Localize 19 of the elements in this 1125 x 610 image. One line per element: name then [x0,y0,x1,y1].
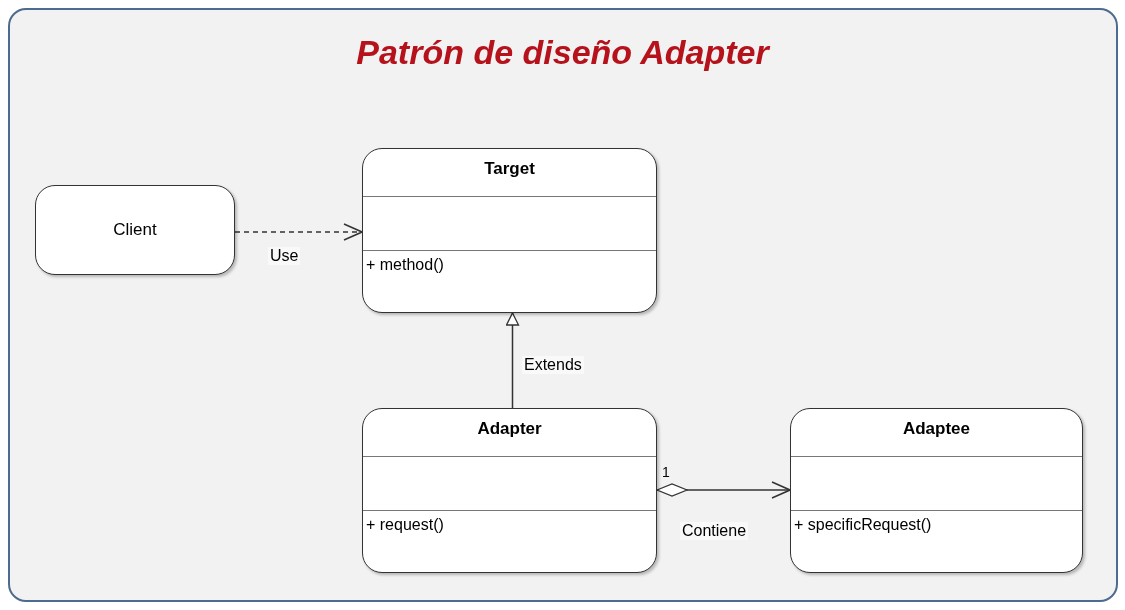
class-name: Target [484,158,535,180]
class-name: Adaptee [902,418,971,440]
inheritance-arrow [505,312,520,409]
method-text: + method() [366,255,444,275]
dependency-arrow [234,223,363,241]
client-box [35,185,235,275]
class-box [362,148,657,313]
class-box [362,408,657,573]
edge-label: Extends [522,356,584,374]
class-name: Adapter [477,418,542,440]
aggregation-arrow [656,481,791,499]
class-box [790,408,1083,573]
diagram-title: Patrón de diseño Adapter [356,33,769,72]
edge-label: Use [268,247,301,265]
edge-label: Contiene [680,522,749,540]
method-text: + request() [366,515,444,535]
method-text: + specificRequest() [794,515,932,535]
node-label: Client [113,220,157,240]
multiplicity-label: 1 [661,464,671,480]
